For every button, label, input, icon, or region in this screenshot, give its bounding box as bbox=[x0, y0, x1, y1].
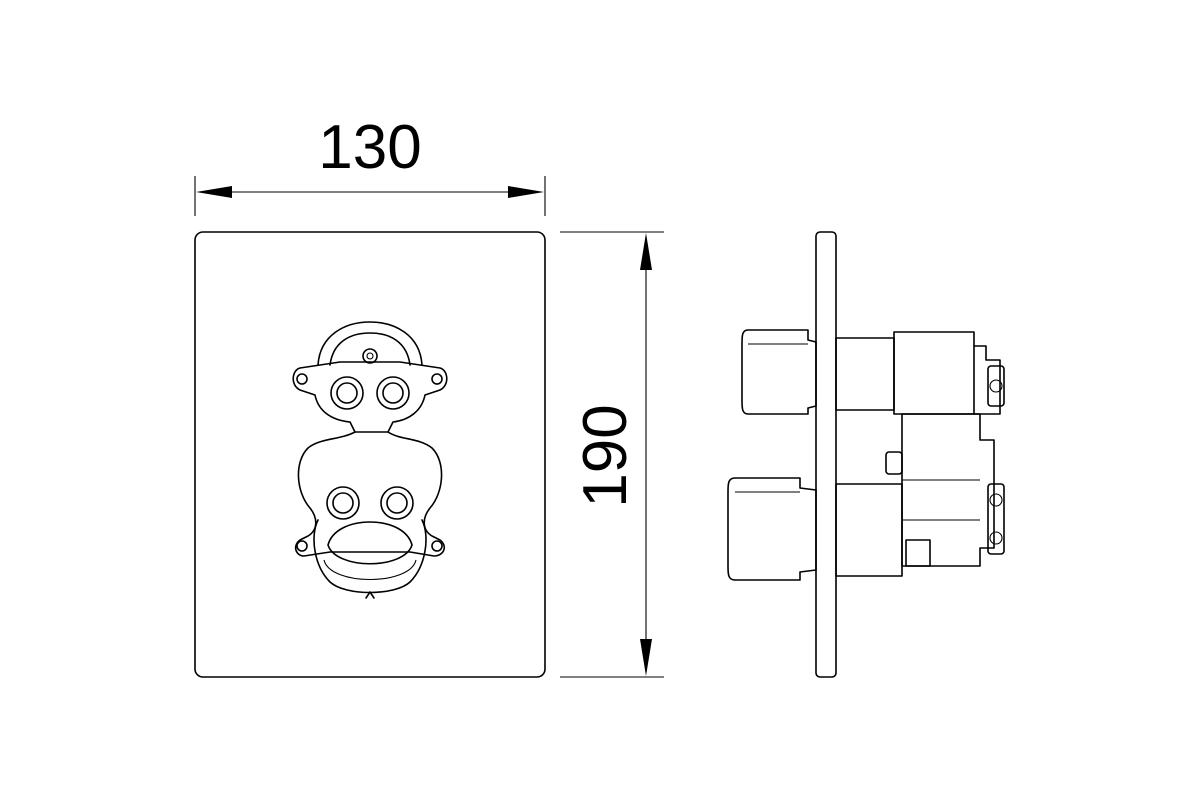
width-dimension: 130 bbox=[194, 113, 546, 216]
cover-plate bbox=[194, 231, 546, 678]
side-view bbox=[727, 231, 1005, 678]
mounting-hole-lower-right bbox=[431, 540, 443, 552]
width-dimension-label: 130 bbox=[318, 113, 421, 182]
height-dimension-label: 190 bbox=[571, 404, 640, 507]
upper-valve-body bbox=[292, 321, 448, 433]
valve-housing bbox=[835, 331, 1005, 577]
front-view bbox=[194, 231, 546, 678]
mounting-hole-lower-left bbox=[296, 540, 308, 552]
upper-knob bbox=[741, 329, 817, 415]
lower-valve-body bbox=[294, 431, 446, 599]
mounting-hole-upper-left bbox=[296, 373, 308, 385]
height-dimension: 190 bbox=[560, 231, 664, 678]
mounting-hole-upper-right bbox=[431, 373, 443, 385]
side-plate bbox=[815, 231, 837, 678]
lower-knob bbox=[727, 477, 817, 581]
